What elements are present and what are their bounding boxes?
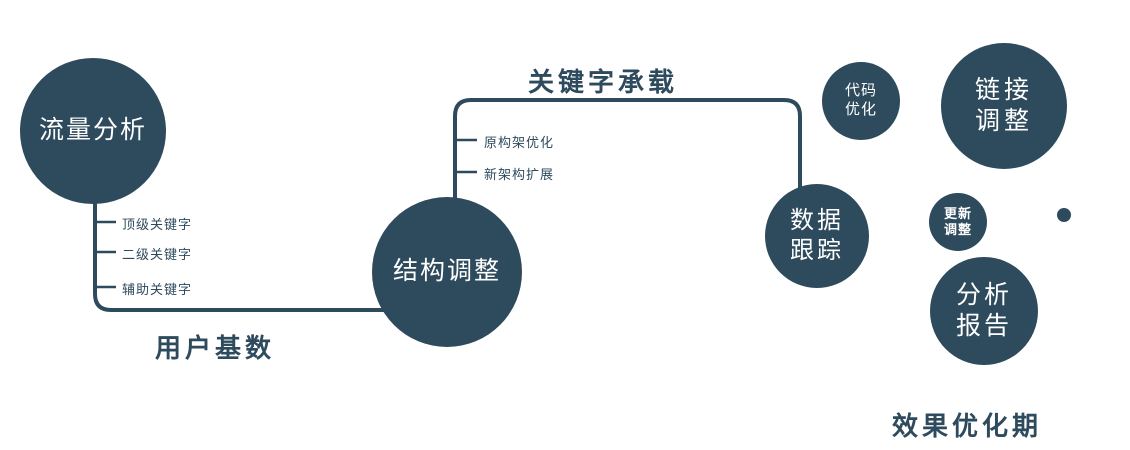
link-adjust-node: 链接 调整	[941, 43, 1067, 169]
flow-line-structure-to-tracking	[453, 98, 802, 205]
branch-top-keywords: 顶级关键字	[122, 217, 193, 232]
flow-line-traffic-to-structure	[93, 192, 388, 312]
branch-original-arch-opt: 原构架优化	[484, 135, 555, 150]
traffic-analysis-node: 流量分析	[20, 58, 166, 204]
structure-adjust-label: 结构调整	[392, 257, 501, 286]
branch-second-keywords: 二级关键字	[122, 247, 193, 262]
user-base-edge-label: 用户基数	[155, 333, 276, 363]
code-optimization-node: 代码 优化	[822, 62, 900, 140]
data-tracking-label-line2: 跟踪	[790, 237, 844, 264]
analysis-report-label-line1: 分析	[955, 280, 1012, 309]
update-adjust-label-line1: 更新	[943, 205, 972, 221]
update-adjust-label-line2: 调整	[943, 222, 972, 237]
data-tracking-label-line1: 数据	[790, 207, 844, 234]
link-adjust-label-line1: 链接	[974, 75, 1033, 104]
link-adjust-label-line2: 调整	[974, 107, 1033, 135]
analysis-report-node: 分析 报告	[930, 257, 1038, 365]
analysis-report-label-line2: 报告	[955, 312, 1012, 340]
keyword-carry-edge-label: 关键字承载	[528, 67, 679, 97]
branch-ticks-traffic	[95, 220, 116, 289]
structure-adjust-node: 结构调整	[372, 197, 522, 347]
effect-phase-label: 效果优化期	[892, 411, 1043, 441]
code-optimization-label-line1: 代码	[844, 82, 877, 100]
data-tracking-node: 数据 跟踪	[765, 184, 869, 288]
traffic-analysis-label: 流量分析	[38, 116, 147, 145]
branch-ticks-structure	[455, 138, 477, 174]
small-dot-marker	[1057, 208, 1071, 222]
branch-aux-keywords: 辅助关键字	[122, 282, 193, 297]
update-adjust-node: 更新 调整	[929, 193, 987, 251]
branch-new-arch-expand: 新架构扩展	[484, 167, 555, 182]
code-optimization-label-line2: 优化	[844, 101, 877, 118]
